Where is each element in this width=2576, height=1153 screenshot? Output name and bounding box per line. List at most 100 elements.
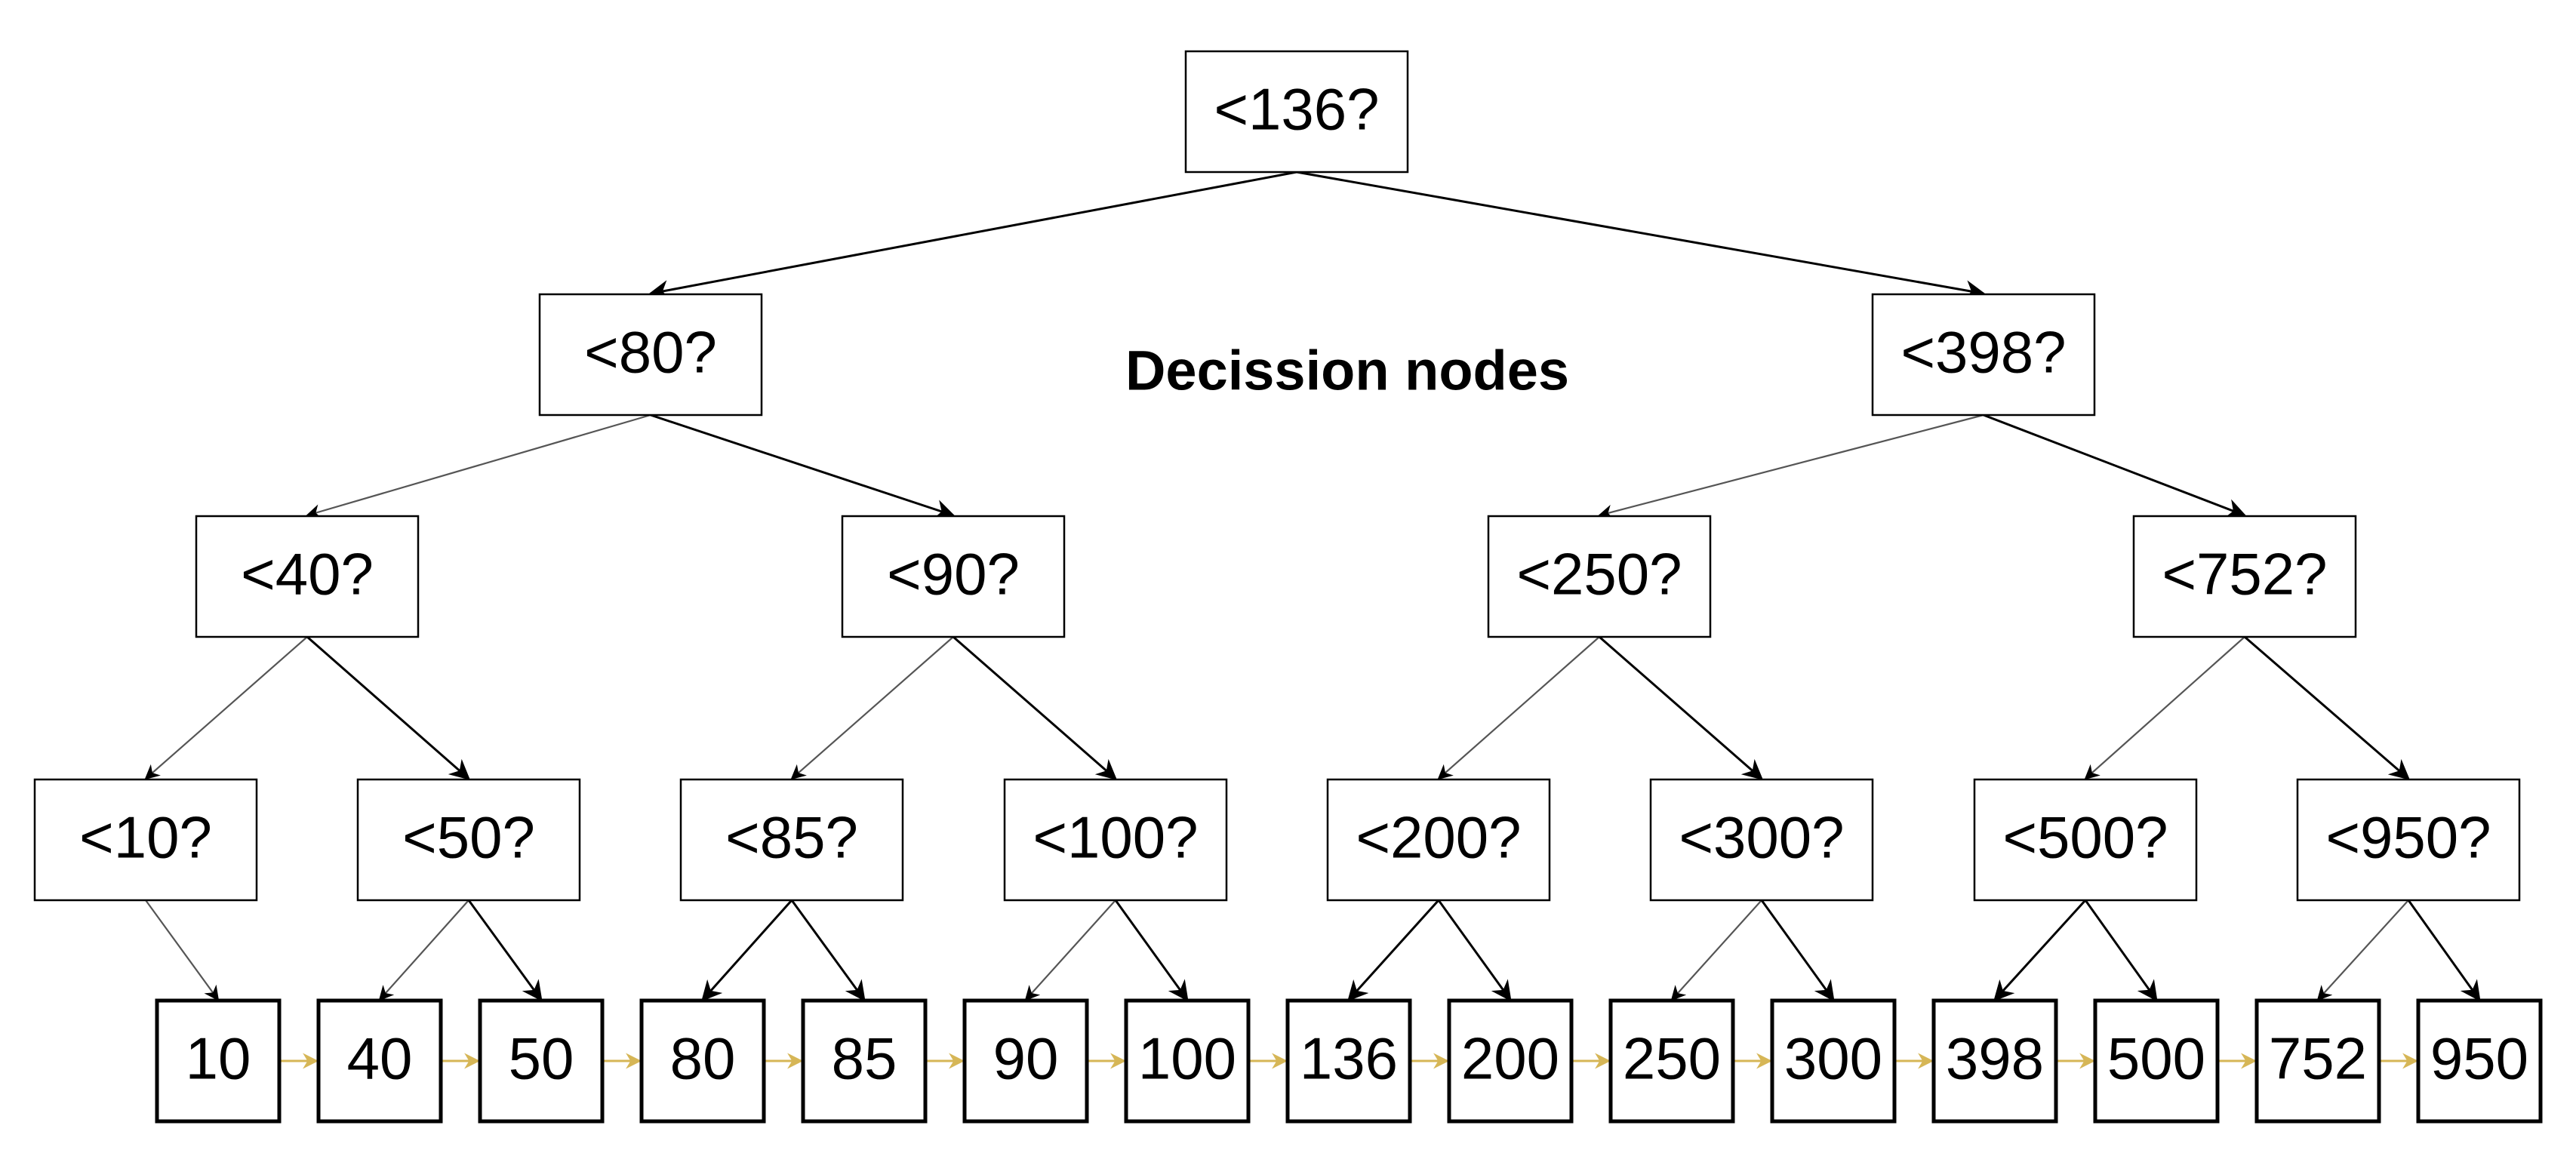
decision-node: <950? xyxy=(2296,778,2521,902)
leaf-node: 136 xyxy=(1285,998,1412,1124)
tree-edge-arrow xyxy=(1598,414,1984,520)
leaf-node: 100 xyxy=(1124,998,1251,1124)
tree-edge-arrow xyxy=(2084,636,2245,780)
leaf-node-value: 85 xyxy=(832,1025,897,1092)
tree-edge-arrow xyxy=(2316,899,2409,1001)
leaf-node: 752 xyxy=(2254,998,2381,1124)
decision-node: <300? xyxy=(1649,778,1874,902)
decision-node-label: <398? xyxy=(1900,319,2066,386)
tree-edge-arrow xyxy=(144,636,308,780)
decision-node: <80? xyxy=(538,293,763,417)
leaf-node: 90 xyxy=(962,998,1089,1124)
decision-node: <85? xyxy=(679,778,904,902)
leaf-node-box xyxy=(1447,998,1574,1124)
leaf-node-value: 300 xyxy=(1784,1025,1882,1092)
tree-edge-arrow xyxy=(790,899,866,1002)
decision-node-box xyxy=(356,778,581,902)
leaf-node-box xyxy=(1285,998,1412,1124)
leaf-node: 398 xyxy=(1931,998,2058,1124)
decision-node: <752? xyxy=(2132,515,2357,638)
tree-edge-arrow xyxy=(650,414,956,520)
decision-node: <50? xyxy=(356,778,581,902)
leaf-node-box xyxy=(2416,998,2543,1124)
decision-node: <90? xyxy=(841,515,1066,638)
decision-node-box xyxy=(2296,778,2521,902)
decision-node-box xyxy=(841,515,1066,638)
decision-node-label: <200? xyxy=(1356,804,1521,871)
decision-node-label: <500? xyxy=(2002,804,2168,871)
decision-node-box xyxy=(1184,50,1409,174)
decision-node: <40? xyxy=(195,515,420,638)
leaf-node-box xyxy=(801,998,928,1124)
tree-edge-arrow xyxy=(145,899,220,1001)
decision-nodes-group: <136?<80?<398?<40?<90?<250?<752?<10?<50?… xyxy=(33,50,2521,902)
leaf-node-value: 50 xyxy=(509,1025,574,1092)
tree-edge-arrow xyxy=(1437,899,1512,1002)
tree-edge-arrow xyxy=(1296,171,1986,301)
leaf-node-value: 100 xyxy=(1138,1025,1236,1092)
decision-node: <398? xyxy=(1871,293,2096,417)
leaf-node: 250 xyxy=(1608,998,1735,1124)
leaf-node-value: 500 xyxy=(2107,1025,2205,1092)
tree-edge-arrow xyxy=(1670,899,1762,1001)
decision-node-label: <136? xyxy=(1214,76,1379,143)
tree-edge-arrow xyxy=(1760,899,1835,1002)
leaf-node-box xyxy=(1931,998,2058,1124)
decision-node-label: <250? xyxy=(1516,541,1682,607)
leaf-node-value: 10 xyxy=(186,1025,251,1092)
leaf-node-box xyxy=(2093,998,2220,1124)
tree-edge-arrow xyxy=(306,414,651,519)
tree-edge-arrow xyxy=(1024,899,1116,1001)
leaf-node: 85 xyxy=(801,998,928,1124)
decision-node: <136? xyxy=(1184,50,1409,174)
decision-node-box xyxy=(679,778,904,902)
leaf-node-box xyxy=(2254,998,2381,1124)
decision-node-label: <40? xyxy=(241,541,374,607)
decision-node: <100? xyxy=(1003,778,1228,902)
tree-edge-arrow xyxy=(467,899,543,1002)
decision-node-box xyxy=(1326,778,1551,902)
tree-edge-arrow xyxy=(1437,636,1600,780)
leaf-node-value: 90 xyxy=(993,1025,1059,1092)
tree-edge-arrow xyxy=(1993,899,2087,1001)
decision-node-box xyxy=(1973,778,2198,902)
leaf-node-box xyxy=(1124,998,1251,1124)
decision-node-box xyxy=(33,778,258,902)
leaf-node-value: 136 xyxy=(1300,1025,1398,1092)
leaf-node-value: 200 xyxy=(1461,1025,1559,1092)
tree-edge-arrow xyxy=(953,635,1118,780)
leaf-node: 80 xyxy=(639,998,766,1124)
leaf-node: 500 xyxy=(2093,998,2220,1124)
decision-node-label: <100? xyxy=(1033,804,1198,871)
decision-node: <500? xyxy=(1973,778,2198,902)
tree-edge-arrow xyxy=(1599,635,1764,780)
leaf-node-value: 250 xyxy=(1623,1025,1721,1092)
tree-edge-arrow xyxy=(2084,899,2158,1002)
tree-edge-arrow xyxy=(306,635,471,780)
leaf-node-box xyxy=(1608,998,1735,1124)
decision-node-box xyxy=(538,293,763,417)
decision-node-label: <80? xyxy=(584,319,717,386)
leaf-node: 40 xyxy=(316,998,443,1124)
leaf-node-box xyxy=(478,998,605,1124)
decision-node-box xyxy=(1871,293,2096,417)
leaf-node-box xyxy=(1770,998,1897,1124)
decision-node-box xyxy=(1649,778,1874,902)
leaf-node-box xyxy=(962,998,1089,1124)
tree-edge-arrow xyxy=(1347,899,1440,1002)
tree-edge-arrow xyxy=(790,636,954,780)
decision-node-label: <300? xyxy=(1679,804,1844,871)
leaf-node: 200 xyxy=(1447,998,1574,1124)
leaf-node-box xyxy=(155,998,282,1124)
decision-node-label: <50? xyxy=(402,804,535,871)
tree-edge-arrow xyxy=(1983,414,2247,518)
decision-node-label: <85? xyxy=(725,804,858,871)
leaf-node: 10 xyxy=(155,998,282,1124)
leaf-nodes-group: 10 40 50 80 85 90 100 136 200 250 300 398 500 752 950 xyxy=(155,998,2543,1124)
leaf-node: 950 xyxy=(2416,998,2543,1124)
leaf-node-value: 950 xyxy=(2430,1025,2528,1092)
leaf-node-box xyxy=(639,998,766,1124)
tree-edge-arrow xyxy=(2407,899,2481,1002)
decision-node: <250? xyxy=(1487,515,1712,638)
decision-node-box xyxy=(1487,515,1712,638)
